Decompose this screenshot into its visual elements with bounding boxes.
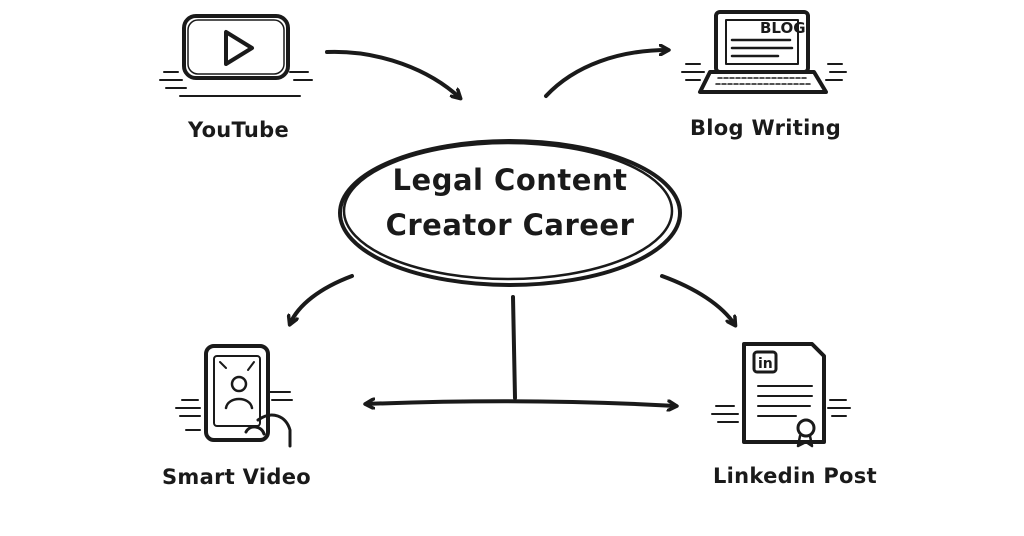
center-ellipse: [338, 139, 682, 287]
youtube-label: YouTube: [188, 118, 289, 142]
arrow-center-to-linkedin: [660, 274, 735, 325]
blog-writing-label: Blog Writing: [690, 116, 842, 140]
linkedin-badge-text: in: [758, 356, 773, 372]
center-stem-line: [511, 295, 517, 400]
laptop-blog-icon: [681, 10, 847, 94]
video-play-icon: [159, 14, 313, 97]
linkedin-document-icon: [711, 342, 851, 448]
arrow-center-to-blog: [544, 50, 668, 98]
center-title-line1: Legal Content: [392, 163, 628, 197]
smartphone-icon: [175, 344, 293, 448]
smart-video-label: Smart Video: [162, 465, 311, 489]
center-title-line2: Creator Career: [385, 208, 635, 242]
center-node-title: Legal Content Creator Career: [345, 158, 675, 248]
arrow-youtube-to-center: [325, 49, 460, 98]
blog-screen-text: BLOG: [760, 19, 806, 37]
linkedin-post-label: Linkedin Post: [713, 464, 877, 488]
double-arrow-bottom: [366, 401, 676, 406]
arrow-center-to-smart-video: [290, 274, 354, 324]
